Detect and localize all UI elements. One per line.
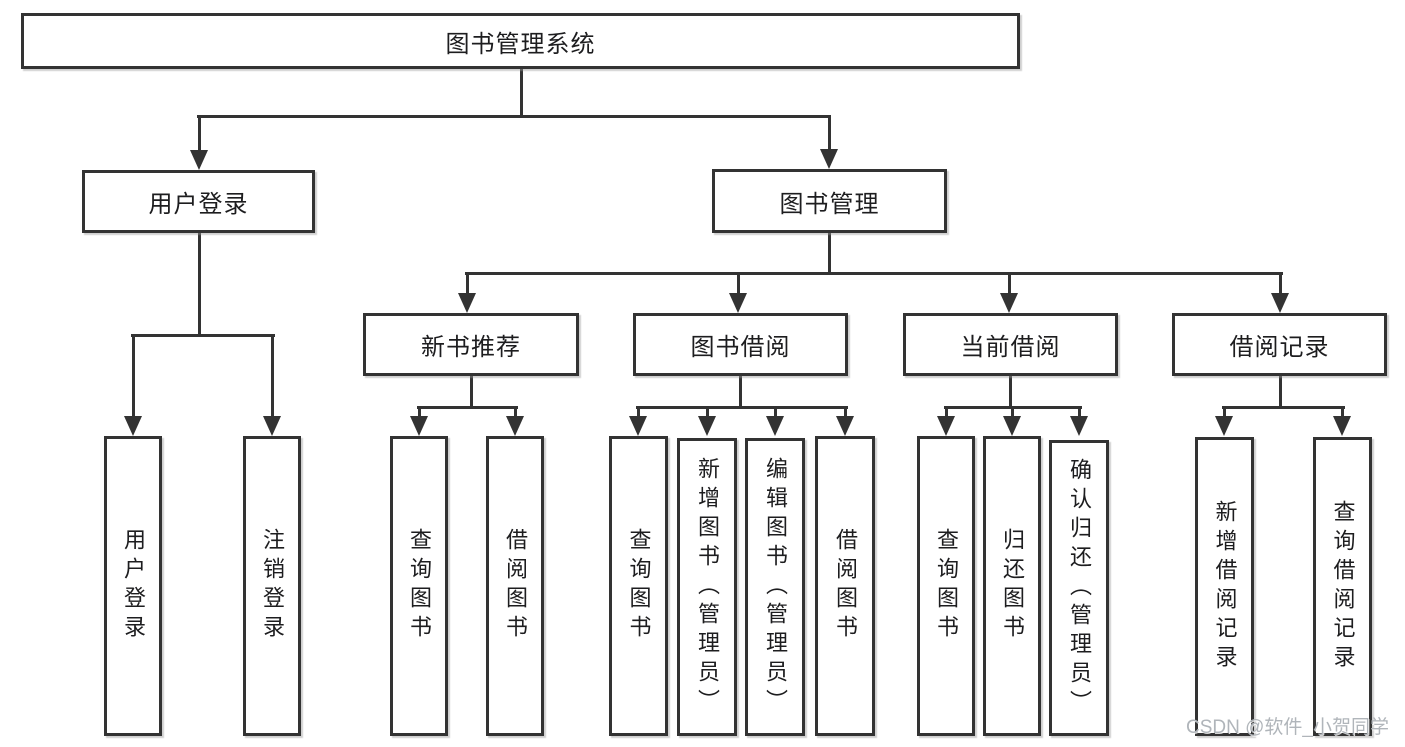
leaf-nb-query-books-label: 查询图书 bbox=[407, 528, 432, 644]
node-book-borrow: 图书借阅 bbox=[633, 313, 848, 376]
node-book-management: 图书管理 bbox=[712, 169, 947, 233]
node-book-management-label: 图书管理 bbox=[779, 190, 880, 218]
leaf-br-query-record: 查询借阅记录 bbox=[1313, 437, 1372, 736]
leaf-bb-query-books-label: 查询图书 bbox=[626, 528, 652, 644]
leaf-nb-borrow-books-label: 借阅图书 bbox=[503, 528, 528, 644]
connector-current-borrow-trunk bbox=[1009, 376, 1012, 408]
leaf-bb-edit-book-admin-label: 编辑图书（管理员） bbox=[763, 456, 788, 718]
node-user-login-label: 用户登录 bbox=[148, 191, 249, 218]
node-book-borrow-label: 图书借阅 bbox=[690, 334, 791, 361]
node-current-borrow-label: 当前借阅 bbox=[960, 334, 1061, 361]
connector-level1-bar bbox=[197, 115, 831, 118]
leaf-cb-confirm-return-admin-label: 确认归还（管理员） bbox=[1067, 457, 1092, 719]
node-user-login: 用户登录 bbox=[82, 170, 315, 233]
node-root-label: 图书管理系统 bbox=[445, 30, 596, 58]
connector-borrow-records-trunk bbox=[1279, 376, 1282, 408]
node-borrow-records: 借阅记录 bbox=[1172, 313, 1387, 376]
node-root: 图书管理系统 bbox=[21, 13, 1020, 69]
node-borrow-records-label: 借阅记录 bbox=[1229, 334, 1330, 361]
node-new-book-recommend-label: 新书推荐 bbox=[421, 334, 521, 361]
leaf-bb-edit-book-admin: 编辑图书（管理员） bbox=[745, 438, 805, 736]
leaf-logout: 注销登录 bbox=[243, 436, 301, 736]
node-current-borrow: 当前借阅 bbox=[903, 313, 1118, 376]
watermark: CSDN @软件_小贺同学 bbox=[1186, 717, 1389, 738]
leaf-cb-return-books: 归还图书 bbox=[983, 436, 1041, 736]
node-new-book-recommend: 新书推荐 bbox=[363, 313, 579, 376]
leaf-user-login: 用户登录 bbox=[104, 436, 162, 736]
leaf-cb-query-books-label: 查询图书 bbox=[934, 528, 959, 644]
connector-new-book-trunk bbox=[470, 376, 473, 408]
connector-borrow-records-bar bbox=[1222, 406, 1345, 409]
leaf-bb-add-book-admin: 新增图书（管理员） bbox=[677, 438, 737, 736]
connector-book-borrow-bar bbox=[636, 406, 848, 409]
leaf-logout-label: 注销登录 bbox=[260, 528, 285, 644]
leaf-br-query-record-label: 查询借阅记录 bbox=[1330, 499, 1356, 674]
leaf-bb-add-book-admin-label: 新增图书（管理员） bbox=[695, 456, 720, 718]
leaf-br-add-record: 新增借阅记录 bbox=[1195, 437, 1254, 736]
connector-root-trunk bbox=[520, 69, 523, 118]
connector-user-login-trunk bbox=[198, 233, 201, 336]
connector-new-book-bar bbox=[417, 406, 518, 409]
leaf-cb-query-books: 查询图书 bbox=[917, 436, 975, 736]
leaf-cb-return-books-label: 归还图书 bbox=[1000, 528, 1025, 644]
leaf-nb-query-books: 查询图书 bbox=[390, 436, 448, 736]
leaf-nb-borrow-books: 借阅图书 bbox=[486, 436, 544, 736]
leaf-br-add-record-label: 新增借阅记录 bbox=[1212, 499, 1238, 674]
leaf-bb-query-books: 查询图书 bbox=[609, 436, 668, 736]
leaf-user-login-label: 用户登录 bbox=[121, 528, 146, 644]
connector-user-login-bar bbox=[131, 334, 275, 337]
connector-book-management-trunk bbox=[828, 233, 831, 274]
leaf-cb-confirm-return-admin: 确认归还（管理员） bbox=[1049, 440, 1109, 736]
leaf-bb-borrow-books-label: 借阅图书 bbox=[833, 528, 858, 644]
connector-book-management-bar bbox=[465, 272, 1283, 275]
leaf-bb-borrow-books: 借阅图书 bbox=[815, 436, 875, 736]
connector-book-borrow-trunk bbox=[739, 376, 742, 408]
